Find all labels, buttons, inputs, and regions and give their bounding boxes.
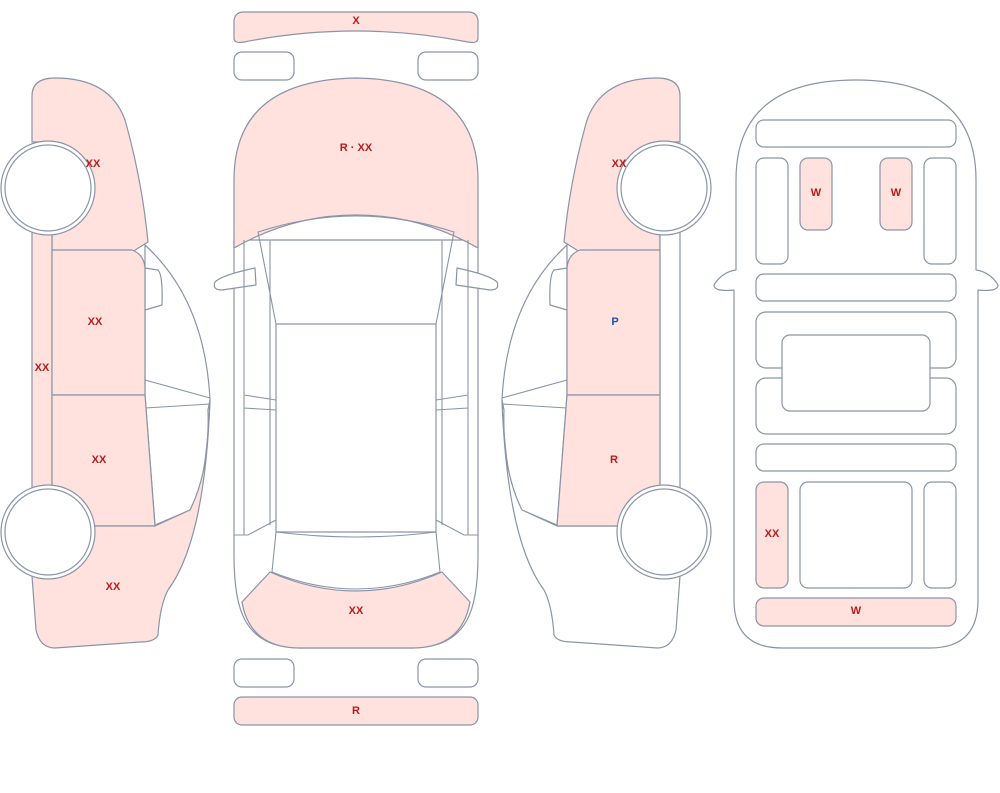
- hood-label: R · XX: [340, 142, 373, 154]
- underbody-right-rear-rail: [923, 481, 957, 589]
- right-rear-door-label: R: [610, 454, 618, 466]
- underbody-rear-crossmember: [755, 443, 957, 472]
- left-headlight: [233, 51, 295, 81]
- right-side-view: XX P R: [501, 77, 712, 649]
- left-front-wheel-inner: [4, 144, 92, 232]
- right-front-wheel-inner: [620, 144, 708, 232]
- right-side-pillar-line: [501, 379, 568, 409]
- underbody-mid-crossmember: [755, 273, 957, 302]
- top-left-mirror: [213, 267, 257, 291]
- underbody-right-front-panel[interactable]: [879, 157, 913, 231]
- underbody-rear-label: W: [851, 605, 862, 617]
- right-quarter-panel: [501, 399, 681, 649]
- rear-window-line: [271, 531, 441, 590]
- roof-panel: [275, 323, 437, 533]
- right-door-lines: [435, 240, 478, 536]
- windshield-line: [257, 215, 455, 325]
- front-bumper-panel[interactable]: [233, 11, 479, 44]
- underbody-right-front-rail: [923, 157, 957, 265]
- underbody-left-front-rail: [755, 157, 789, 265]
- underbody-left-front-label: W: [811, 187, 822, 199]
- front-bumper-label: X: [352, 15, 360, 27]
- left-quarter-label: XX: [106, 581, 121, 593]
- left-taillight: [233, 658, 295, 688]
- underbody-right-front-label: W: [891, 187, 902, 199]
- rear-panel[interactable]: [241, 571, 471, 649]
- left-side-view: XX XX XX XX XX: [0, 77, 211, 649]
- top-view: X R · XX XX R: [213, 11, 499, 726]
- rear-bumper-label: R: [352, 705, 360, 717]
- underbody-left-rear-label: XX: [765, 528, 780, 540]
- right-rocker-panel: [659, 231, 681, 491]
- underbody-front-crossmember: [755, 119, 957, 148]
- left-front-door-label: XX: [88, 316, 103, 328]
- left-mirror: [144, 267, 163, 311]
- rear-panel-label: XX: [349, 605, 364, 617]
- rear-bumper-panel[interactable]: [233, 696, 479, 726]
- right-taillight: [417, 658, 479, 688]
- hood-panel[interactable]: [233, 77, 479, 249]
- left-rear-door-label: XX: [92, 454, 107, 466]
- right-front-door-label: P: [611, 316, 618, 328]
- right-mirror: [549, 267, 568, 311]
- right-rear-door-panel[interactable]: [556, 394, 661, 527]
- underbody-rear-floor: [799, 481, 913, 589]
- left-quarter-panel[interactable]: [31, 399, 211, 649]
- right-front-door-panel[interactable]: [566, 249, 661, 396]
- left-front-fender-label: XX: [86, 158, 101, 170]
- left-front-door-panel[interactable]: [51, 249, 146, 396]
- left-side-pillar-line: [144, 379, 211, 409]
- left-door-lines: [234, 240, 277, 536]
- right-front-fender-label: XX: [612, 158, 627, 170]
- right-rear-wheel-inner: [620, 488, 708, 576]
- left-rocker-label: XX: [35, 362, 50, 374]
- underbody-left-front-panel[interactable]: [799, 157, 833, 231]
- left-rear-wheel-inner: [4, 488, 92, 576]
- top-right-mirror: [455, 267, 499, 291]
- underbody-view: W W XX W: [713, 79, 999, 649]
- underbody-rear-panel[interactable]: [755, 597, 957, 627]
- right-headlight: [417, 51, 479, 81]
- underbody-center-tunnel: [781, 334, 931, 412]
- underbody-left-rear-panel[interactable]: [755, 481, 789, 589]
